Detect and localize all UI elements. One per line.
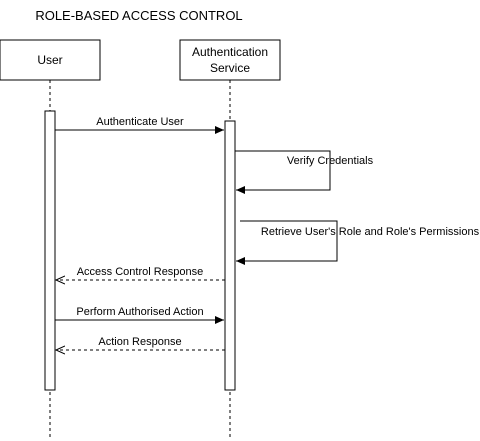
auth-service-activation-bar	[224, 120, 236, 391]
message-authenticate-user[interactable]: Authenticate User	[55, 116, 224, 134]
message-verify-credentials[interactable]: Verify Credentials	[235, 150, 374, 194]
participant-box	[0, 39, 101, 81]
message-label: Action Response	[98, 336, 181, 348]
message-label: Authenticate User	[96, 116, 184, 128]
participant-label: User	[37, 53, 62, 67]
message-label: Retrieve User's Role and Role's Permissi…	[261, 226, 480, 238]
participant-box	[179, 39, 281, 81]
message-arrow	[235, 150, 331, 194]
message-label: Verify Credentials	[287, 155, 374, 167]
message-arrow	[236, 220, 338, 265]
participant-user[interactable]: User	[0, 39, 101, 81]
participant-label-line-1: Authentication	[192, 45, 268, 59]
participant-label-line-2: Service	[210, 61, 250, 75]
message-access-control-response[interactable]: Access Control Response	[56, 266, 225, 280]
participant-authentication-service[interactable]: Authentication Service	[179, 39, 281, 81]
message-perform-authorised-action[interactable]: Perform Authorised Action	[55, 306, 224, 324]
message-label: Access Control Response	[77, 266, 204, 278]
message-label: Perform Authorised Action	[76, 306, 203, 318]
diagram-title: ROLE-BASED ACCESS CONTROL	[35, 8, 242, 23]
message-action-response[interactable]: Action Response	[56, 336, 225, 350]
user-activation-bar	[44, 110, 56, 391]
message-retrieve-role-permissions[interactable]: Retrieve User's Role and Role's Permissi…	[236, 220, 480, 265]
